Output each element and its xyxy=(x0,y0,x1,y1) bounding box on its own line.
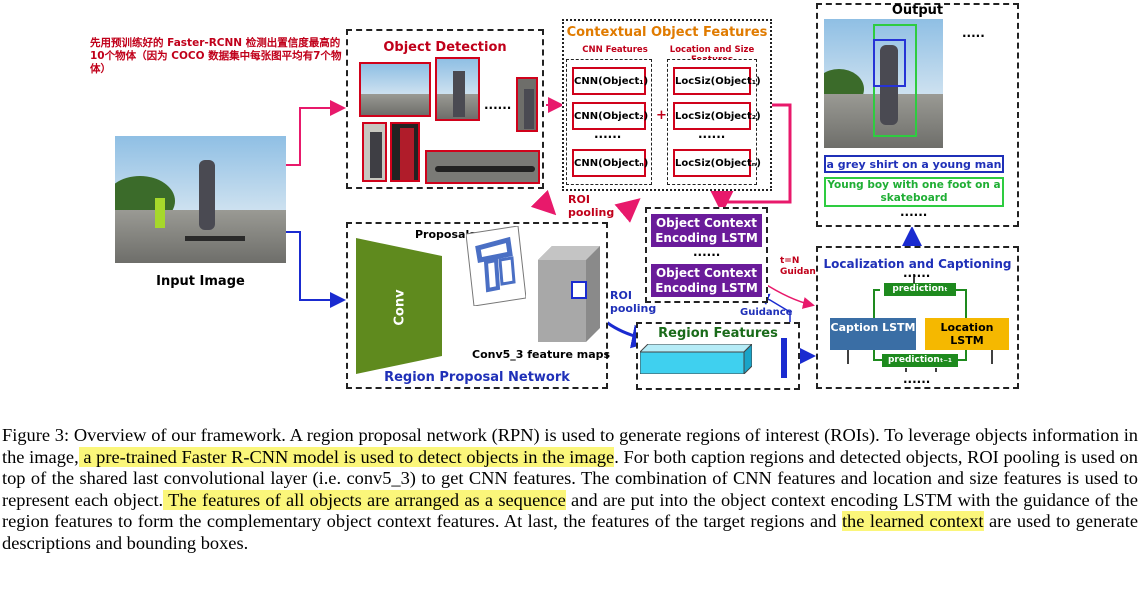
chinese-annotation: 先用预训练好的 Faster-RCNN 检测出置信度最高的10个物体（因为 CO… xyxy=(90,37,342,75)
plus-sign: + xyxy=(656,108,667,123)
rpn-title: Region Proposal Network xyxy=(384,370,570,385)
prediction-t1-box: predictionₜ₋₁ xyxy=(882,354,958,367)
cnn-features-header: CNN Features xyxy=(582,45,648,55)
figure-caption: Figure 3: Overview of our framework. A r… xyxy=(2,425,1138,555)
location-lstm: Location LSTM xyxy=(925,318,1009,350)
caption-part-4: are used to generate descriptions and bo… xyxy=(2,511,1138,553)
roi-pooling-top-label: ROI pooling xyxy=(568,193,615,219)
caption-part-1: Figure 3: Overview of our framework. A r… xyxy=(2,425,1138,467)
output-caption-1: a grey shirt on a young man xyxy=(824,155,1004,173)
loc-cap-title: Localization and Captioning xyxy=(823,257,1012,271)
caption-part-3: and are put into the object context enco… xyxy=(2,489,1138,532)
prediction-t-box: predictionₜ xyxy=(884,283,956,296)
encoding-lstm-1: Object Context Encoding LSTM xyxy=(651,214,762,247)
detection-crop-4 xyxy=(390,122,420,182)
proposals-map xyxy=(465,225,527,307)
roi-pooling-bottom-label: ROI pooling xyxy=(610,289,657,315)
loc-cap-internal-arrows xyxy=(847,274,993,372)
cnn-object-n: CNN(Objectₙ) xyxy=(572,149,648,177)
tn-guidance-label: t=N Guidance xyxy=(780,256,828,277)
loc-dots: ...... xyxy=(698,127,726,141)
region-feature-vector xyxy=(638,342,754,376)
caption-highlight-2: The features of all objects are arranged… xyxy=(163,489,566,510)
caption-highlight-1: a pre-trained Faster R-CNN model is used… xyxy=(78,446,615,467)
conv-label: Conv xyxy=(392,289,408,326)
input-to-rpn-arrow xyxy=(286,231,346,308)
loc-cap-dots-bottom: ...... xyxy=(903,372,931,386)
encoding-lstm-2: Object Context Encoding LSTM xyxy=(651,264,762,297)
encoding-dots: ...... xyxy=(693,245,721,259)
loc-object-2: LocSiz(Object₂) xyxy=(673,102,761,130)
input-image-label: Input Image xyxy=(156,274,245,289)
output-image xyxy=(824,19,943,148)
cnn-object-1: CNN(Object₁) xyxy=(572,67,648,95)
feature-maps-block xyxy=(538,246,600,342)
rpn-conv-block xyxy=(356,238,442,374)
input-image xyxy=(115,136,286,263)
cnn-dots: ...... xyxy=(594,127,622,141)
detection-crop-5 xyxy=(425,150,540,184)
guidance-label: Guidance xyxy=(740,307,793,318)
input-to-detection-arrow xyxy=(286,100,346,166)
detection-crop-1 xyxy=(359,62,431,117)
cnn-object-2: CNN(Object₂) xyxy=(572,102,648,130)
region-feature-bar xyxy=(781,338,787,378)
contextual-title: Contextual Object Features xyxy=(566,25,768,40)
roi-pink-arrow-right xyxy=(614,198,641,223)
feature-maps-label: Conv5_3 feature maps xyxy=(472,348,611,361)
detection-crop-2 xyxy=(435,57,480,121)
region-features-title: Region Features xyxy=(658,326,778,341)
loc-object-n: LocSiz(Objectₙ) xyxy=(673,149,761,177)
caption-highlight-3: the learned context xyxy=(841,511,984,532)
loc-cap-dots-top: ...... xyxy=(903,266,931,280)
output-dots: ..... xyxy=(962,26,985,40)
roi-pink-arrow-left xyxy=(530,189,557,216)
output-title: Output xyxy=(891,3,944,18)
object-detection-title: Object Detection xyxy=(383,40,507,55)
output-dots-2: ...... xyxy=(900,205,928,219)
detection-crop-3 xyxy=(362,122,387,182)
detection-crop-n xyxy=(516,77,538,132)
caption-part-2: . For both caption regions and detected … xyxy=(2,446,1138,510)
encoding-to-loc-arrow xyxy=(761,281,815,309)
detection-dots: ...... xyxy=(484,98,512,112)
output-caption-2: Young boy with one foot on a skateboard xyxy=(824,177,1004,207)
caption-lstm: Caption LSTM xyxy=(830,318,916,350)
loc-object-1: LocSiz(Object₁) xyxy=(673,67,761,95)
context-to-encoding-arrow xyxy=(710,103,792,214)
proposals-label: Proposals xyxy=(415,228,476,241)
